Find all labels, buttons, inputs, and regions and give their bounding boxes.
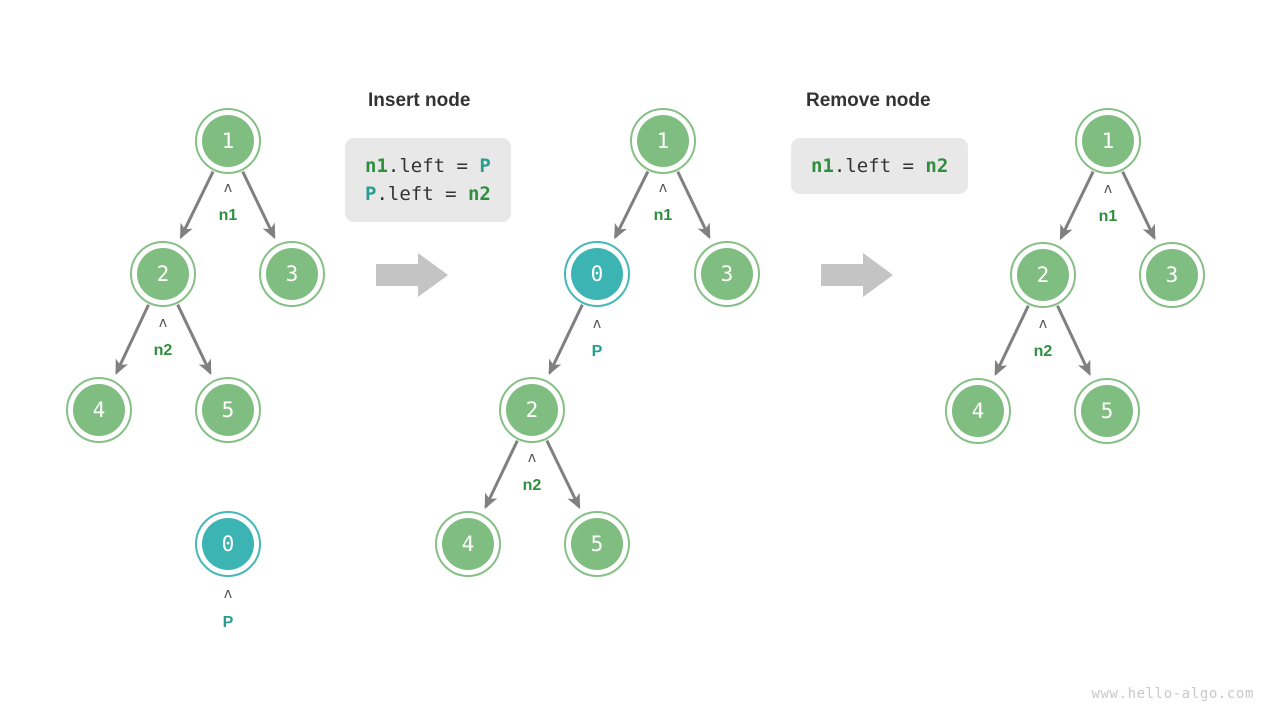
tree-edge (545, 439, 581, 510)
tree-edge (176, 304, 212, 376)
tree-edge (994, 305, 1030, 377)
code-token: .left = (376, 183, 468, 205)
node-value: 3 (1166, 263, 1179, 287)
caret-icon: ʌ (1039, 316, 1047, 332)
tree-edge (1059, 170, 1095, 241)
node-value: 3 (721, 262, 734, 286)
tree-edge (115, 304, 150, 375)
tree-node-0: 0 (195, 511, 261, 577)
watermark: www.hello-algo.com (1091, 686, 1254, 702)
node-value: 4 (462, 532, 475, 556)
code-token: P (365, 183, 377, 205)
tree-node-3: 3 (1139, 242, 1205, 308)
node-value: 1 (222, 129, 235, 153)
tree-node-1: 1 (195, 108, 261, 174)
step-arrow-1 (376, 253, 448, 297)
code-token: .left = (833, 155, 926, 177)
tree-edge (1121, 171, 1156, 241)
node-value: 5 (591, 532, 604, 556)
caret-icon: ʌ (528, 450, 536, 466)
label-n2: n2 (1034, 343, 1053, 360)
tree-node-2: 2 (130, 241, 196, 307)
caret-icon: ʌ (659, 180, 667, 196)
node-value: 1 (657, 129, 670, 153)
caret-icon: ʌ (159, 315, 167, 331)
tree-edge (484, 440, 519, 510)
node-value: 5 (1101, 399, 1114, 423)
label-n2: n2 (523, 477, 542, 494)
panel-title-insert: Insert node (368, 90, 471, 111)
tree-node-5: 5 (564, 511, 630, 577)
caret-icon: ʌ (224, 180, 232, 196)
tree-edge (1056, 305, 1091, 376)
caret-icon: ʌ (593, 316, 601, 332)
edges-layer (115, 170, 1156, 510)
tree-edge (241, 170, 276, 240)
tree-edge (548, 304, 584, 376)
code-line: n1.left = n2 (811, 152, 948, 180)
tree-node-0: 0 (564, 241, 630, 307)
tree-edge (676, 170, 711, 240)
code-token: n1 (811, 155, 834, 177)
node-value: 4 (972, 399, 985, 423)
tree-node-4: 4 (435, 511, 501, 577)
nodes-layer: 1 2 3 4 5 0 1 0 3 2 4 5 1 2 3 4 5 (66, 108, 1205, 577)
panel-title-remove: Remove node (806, 90, 931, 111)
code-token: .left = (387, 155, 480, 177)
code-token: P (479, 155, 491, 177)
tree-edge (179, 170, 215, 240)
code-token: n2 (925, 155, 949, 177)
node-value: 0 (222, 532, 235, 556)
node-value: 5 (222, 398, 235, 422)
tree-node-4: 4 (945, 378, 1011, 444)
code-box-remove: n1.left = n2 (791, 138, 969, 194)
tree-node-1: 1 (630, 108, 696, 174)
tree-node-5: 5 (1074, 378, 1140, 444)
node-value: 3 (286, 262, 299, 286)
node-value: 2 (157, 262, 170, 286)
node-value: 4 (93, 398, 106, 422)
code-line: P.left = n2 (365, 180, 491, 208)
tree-node-4: 4 (66, 377, 132, 443)
node-value: 2 (526, 398, 539, 422)
tree-node-3: 3 (694, 241, 760, 307)
node-value: 2 (1037, 263, 1050, 287)
tree-node-2: 2 (499, 377, 565, 443)
code-token: n1 (365, 155, 388, 177)
code-line: n1.left = P (365, 152, 491, 180)
label-n1: n1 (219, 207, 238, 224)
tree-node-1: 1 (1075, 108, 1141, 174)
label-n1: n1 (654, 207, 673, 224)
node-value: 1 (1102, 129, 1115, 153)
tree-node-2: 2 (1010, 242, 1076, 308)
code-token: n2 (467, 183, 491, 205)
step-arrow-2 (821, 253, 893, 297)
tree-edge (613, 170, 650, 240)
step-arrows-layer (376, 253, 893, 297)
caret-icon: ʌ (224, 586, 232, 602)
label-n2: n2 (154, 342, 173, 359)
tree-node-3: 3 (259, 241, 325, 307)
caret-icon: ʌ (1104, 181, 1112, 197)
label-p: P (592, 343, 603, 360)
label-n1: n1 (1099, 208, 1118, 225)
tree-node-5: 5 (195, 377, 261, 443)
label-p: P (223, 614, 234, 631)
node-value: 0 (591, 262, 604, 286)
